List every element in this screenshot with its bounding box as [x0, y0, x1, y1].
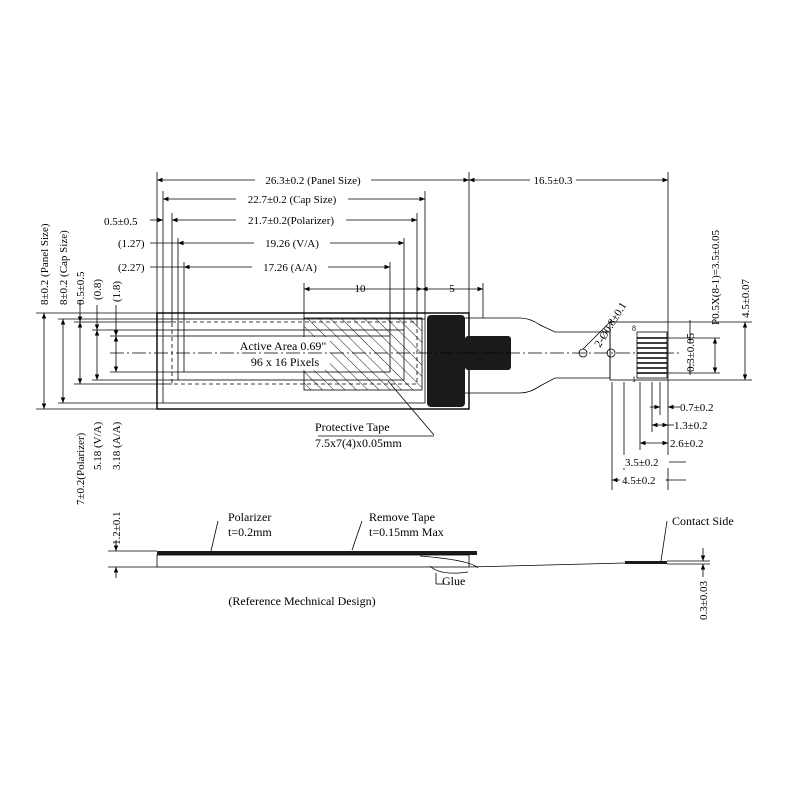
dim-aa-offset: (2.27)	[118, 262, 145, 274]
active-area-line2: 96 x 16 Pixels	[251, 355, 320, 369]
dim-cap-size: 22.7±0.2 (Cap Size)	[248, 194, 337, 206]
dim-fpc-thickness: 0.3±0.03	[698, 580, 710, 620]
side-glass	[156, 554, 470, 568]
dim-13: 1.3±0.2	[674, 420, 708, 432]
dim-tape-width: 10	[355, 283, 367, 295]
dim-offset-18: (1.8)	[111, 281, 123, 302]
fpc-connector	[609, 321, 669, 381]
caption: (Reference Mechnical Design)	[228, 594, 375, 608]
side-remove-tape-line2: t=0.15mm Max	[369, 525, 444, 539]
dim-aa-height: 3.18 (A/A)	[111, 421, 123, 470]
dim-side-thickness: 1.2±0.1	[111, 511, 123, 545]
side-remove-tape-line1: Remove Tape	[369, 510, 435, 524]
dim-07: 0.7±0.2	[680, 402, 714, 414]
dim-hole: 2-Ø0.8±0.1	[592, 300, 629, 349]
dim-va-offset: (1.27)	[118, 238, 145, 250]
dim-45: 4.5±0.2	[622, 475, 656, 487]
side-polarizer-line2: t=0.2mm	[228, 525, 272, 539]
top-view: Active Area 0.69" 96 x 16 Pixels 8 1	[110, 312, 680, 410]
top-dimensions: 26.3±0.2 (Panel Size) 16.5±0.3 22.7±0.2 …	[104, 172, 669, 336]
dim-panel-height: 8±0.2 (Panel Size)	[39, 223, 51, 305]
dim-fpc-length: 16.5±0.3	[533, 175, 573, 187]
dim-polarizer-offset: 0.5±0.5	[104, 216, 138, 228]
dim-polarizer: 21.7±0.2(Polarizer)	[248, 215, 334, 227]
dim-offset-05: 0.5±0.5	[75, 271, 87, 305]
side-contact-side: Contact Side	[672, 514, 734, 528]
protective-tape-line2: 7.5x7(4)x0.05mm	[315, 436, 402, 450]
fpc-dimensions: 2-Ø0.8±0.1 4.5±0.07 P0.5X(8-1)=3.5±0.05 …	[582, 229, 752, 490]
side-polarizer	[157, 551, 477, 555]
left-dimensions: 8±0.2 (Panel Size) 8±0.2 (Cap Size) 0.5±…	[36, 223, 184, 505]
side-view: 1.2±0.1 Polarizer t=0.2mm Remove Tape t=…	[108, 510, 734, 620]
cap-outline	[162, 318, 426, 404]
pin-1-label: 1	[632, 375, 636, 384]
dim-va: 19.26 (V/A)	[265, 238, 319, 250]
dim-pitch: P0.5X(8-1)=3.5±0.05	[710, 229, 722, 325]
side-contact-pad	[625, 561, 667, 564]
side-polarizer-line1: Polarizer	[228, 510, 271, 524]
pin-8-label: 8	[632, 324, 636, 333]
dim-fpc-height: 4.5±0.07	[740, 278, 752, 318]
ic-block	[427, 315, 465, 407]
dim-35: 3.5±0.2	[625, 457, 659, 469]
connector-pins	[637, 337, 667, 374]
dim-va-height: 5.18 (V/A)	[92, 421, 104, 470]
dim-pad-width: 0.3±0.05	[685, 332, 697, 372]
active-area-line1: Active Area 0.69"	[240, 339, 327, 353]
dim-polarizer-height: 7±0.2(Polarizer)	[75, 432, 87, 505]
dim-panel-size: 26.3±0.2 (Panel Size)	[265, 175, 361, 187]
dim-cap-height: 8±0.2 (Cap Size)	[58, 230, 70, 305]
dim-tape-gap: 5	[449, 283, 455, 295]
side-glue: Glue	[442, 574, 465, 588]
dim-aa: 17.26 (A/A)	[263, 262, 317, 274]
dim-offset-08: (0.8)	[92, 279, 104, 300]
protective-tape-line1: Protective Tape	[315, 420, 390, 434]
protective-tape-callout: Protective Tape 7.5x7(4)x0.05mm	[315, 380, 435, 450]
dim-26: 2.6±0.2	[670, 438, 704, 450]
